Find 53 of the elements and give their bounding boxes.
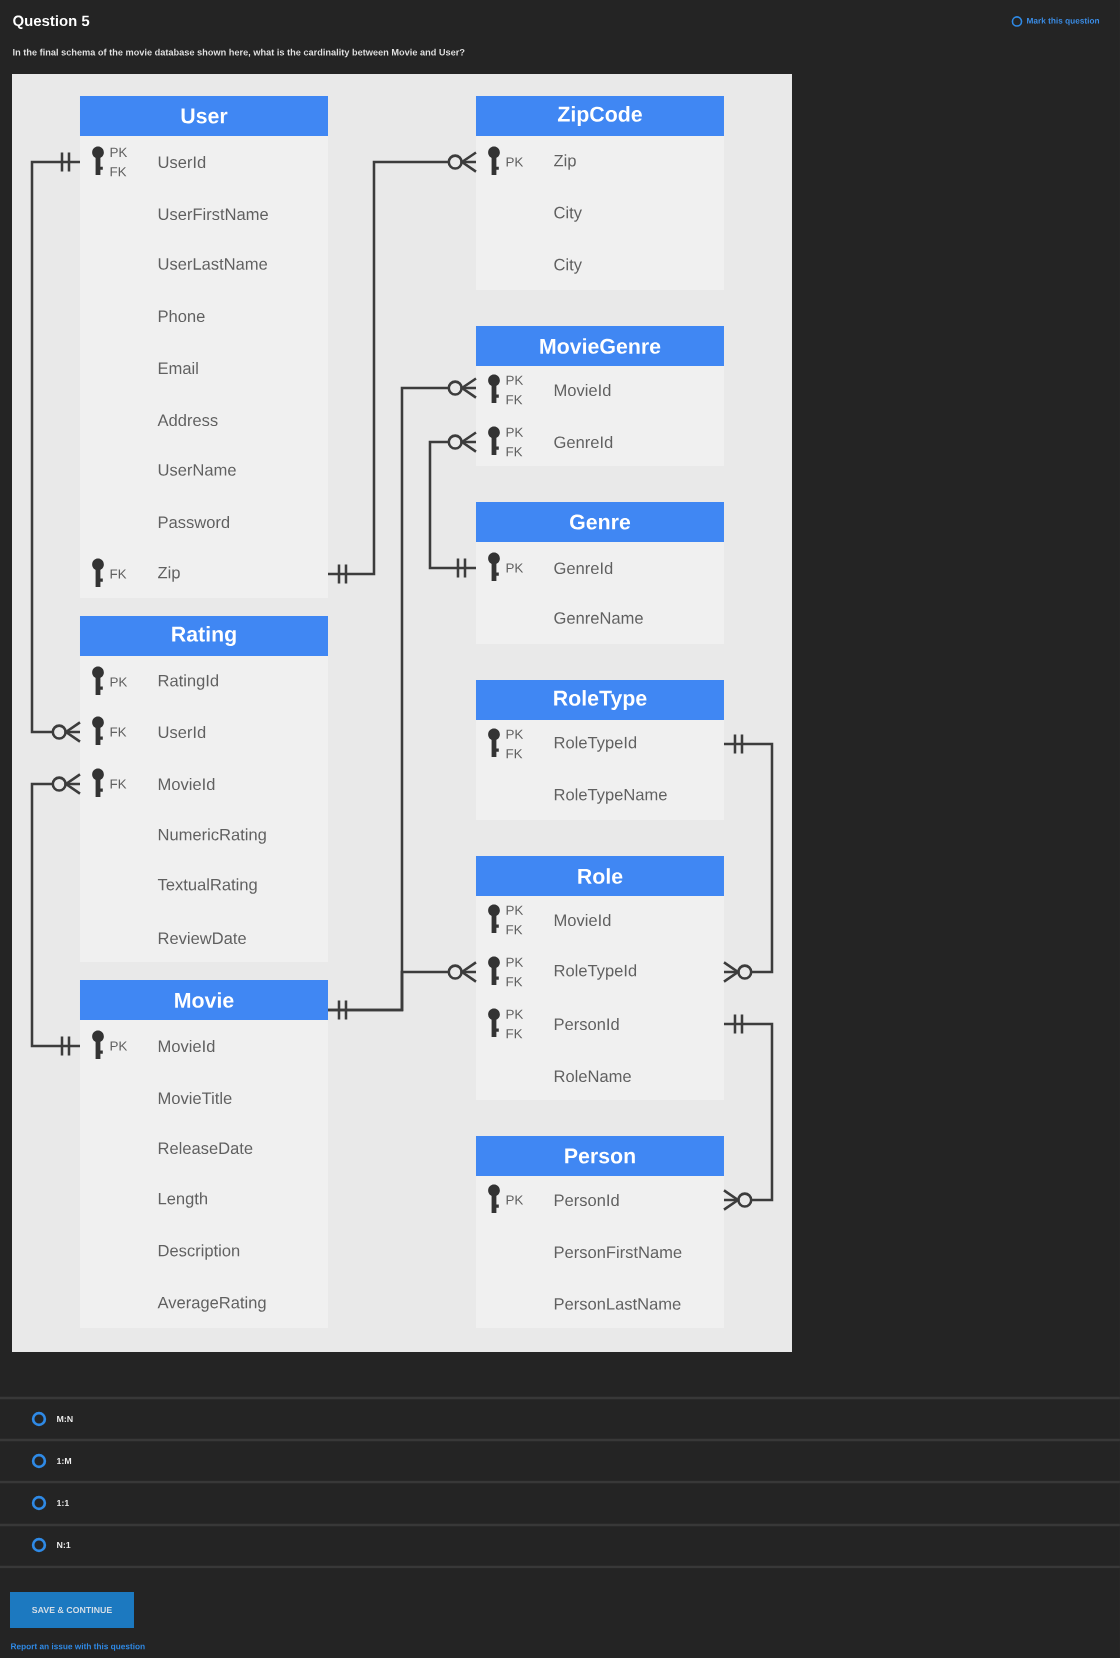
table-header: Role (476, 856, 724, 896)
column-name: UserName (158, 464, 236, 476)
column-name: MovieId (158, 1039, 215, 1053)
column-name: UserLastName (158, 258, 268, 270)
column-name: Zip (554, 154, 576, 170)
table-header: RoleType (476, 680, 724, 720)
table-header: ZipCode (476, 96, 724, 136)
column-name: PersonFirstName (554, 1245, 682, 1259)
relationship-line (328, 160, 476, 576)
table-header: Person (476, 1136, 724, 1176)
column-name: Password (158, 515, 230, 529)
column-name: RoleName (554, 1069, 631, 1083)
column-name: RoleTypeId (554, 964, 637, 980)
column-name: GenreName (554, 612, 643, 624)
column-name: Zip (158, 566, 180, 582)
column-name: PersonLastName (554, 1298, 681, 1310)
table-header: Movie (80, 980, 328, 1020)
column-name: ReleaseDate (158, 1141, 253, 1155)
column-name: Description (158, 1244, 240, 1260)
table-header: User (80, 96, 328, 136)
column-name: TextualRating (157, 878, 257, 894)
table-header: MovieGenre (476, 326, 724, 366)
column-name: PersonId (554, 1193, 619, 1207)
column-name: MovieTitle (158, 1091, 232, 1105)
column-name: UserFirstName (158, 207, 268, 221)
column-name: GenreId (554, 561, 613, 575)
table-header: Rating (80, 616, 328, 656)
column-name: MovieId (554, 383, 611, 397)
column-name: MovieId (158, 777, 215, 791)
relationship-line (328, 970, 476, 1012)
relationship-line (724, 1022, 774, 1202)
column-name: RoleTypeName (554, 788, 667, 804)
table-header: Genre (476, 502, 724, 542)
column-name: GenreId (554, 435, 613, 449)
column-name: PersonId (554, 1017, 619, 1031)
column-name: Phone (158, 309, 205, 323)
column-name: Address (157, 413, 218, 427)
column-name: RoleTypeId (554, 736, 637, 752)
column-name: RatingId (158, 674, 218, 690)
relationship-line (724, 742, 774, 974)
column-name: City (554, 258, 582, 274)
relationship-line (30, 160, 80, 734)
relationship-line (428, 440, 476, 570)
column-name: UserId (158, 725, 206, 739)
column-name: Length (158, 1192, 207, 1208)
column-name: MovieId (554, 913, 611, 927)
relationship-line (30, 782, 80, 1048)
column-name: ReviewDate (158, 931, 246, 945)
column-name: NumericRating (158, 828, 266, 844)
column-name: Email (158, 361, 198, 375)
column-name: AverageRating (157, 1296, 266, 1312)
column-name: City (554, 206, 582, 222)
column-name: UserId (158, 155, 206, 169)
